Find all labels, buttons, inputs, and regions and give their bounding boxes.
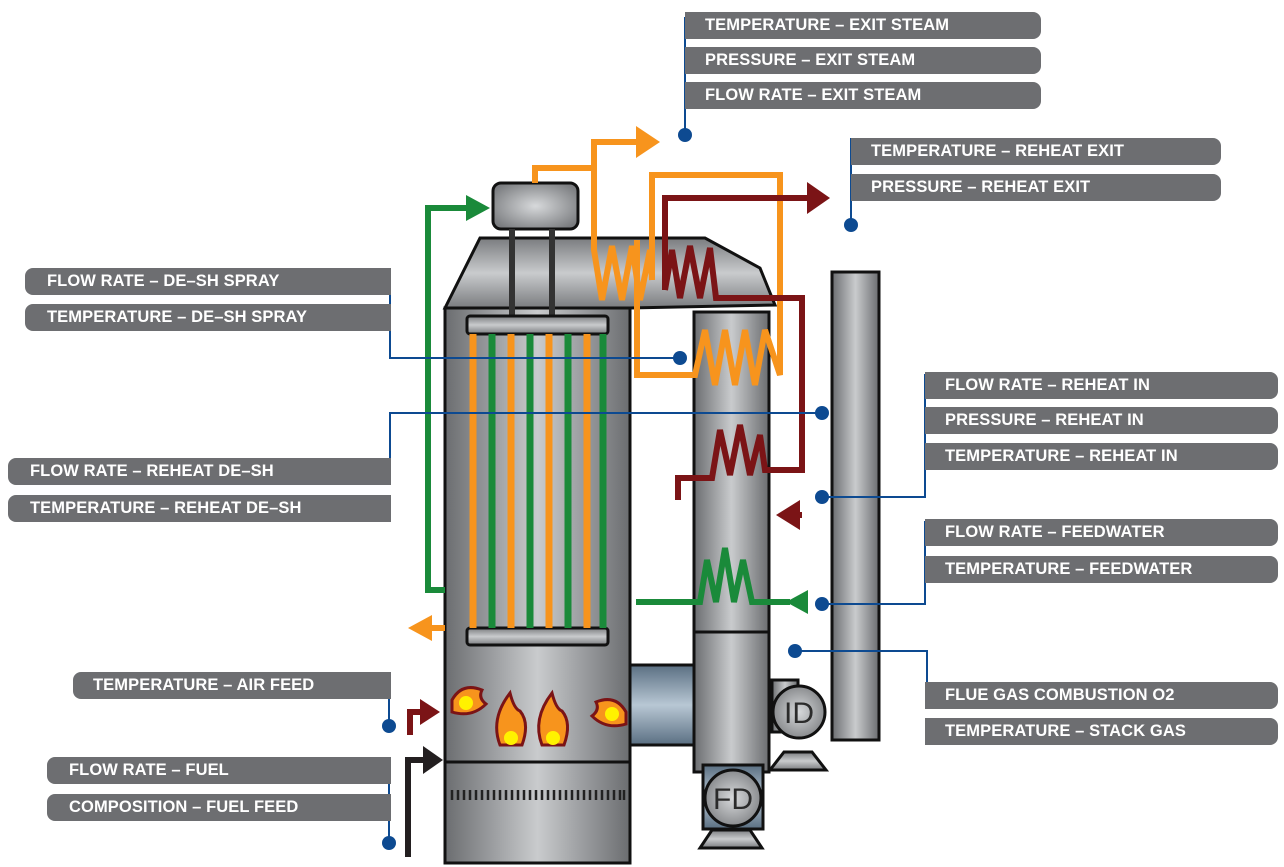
label-fuel-flow: FLOW RATE – FUEL [47, 757, 391, 784]
steam-drum [491, 181, 580, 231]
label-flue-gas-o2: FLUE GAS COMBUSTION O2 [925, 682, 1278, 709]
label-stack-gas-temperature: TEMPERATURE – STACK GAS [925, 718, 1278, 745]
label-exit-steam-temperature: TEMPERATURE – EXIT STEAM [685, 12, 1041, 39]
label-desh-spray-temperature: TEMPERATURE – DE–SH SPRAY [25, 304, 391, 331]
label-exit-steam-flow: FLOW RATE – EXIT STEAM [685, 82, 1041, 109]
label-reheat-desh-temperature: TEMPERATURE – REHEAT DE–SH [8, 495, 391, 522]
id-fan-label: ID [784, 697, 814, 730]
lower-header [465, 626, 610, 647]
feedwater-line [425, 195, 808, 614]
fd-fan [697, 763, 765, 850]
reheat-line [407, 182, 830, 735]
grate [450, 790, 626, 800]
fuel-line [405, 746, 443, 857]
water-wall-tubes [469, 334, 607, 628]
label-reheat-exit-pressure: PRESSURE – REHEAT EXIT [851, 174, 1221, 201]
burner-flames [450, 686, 628, 747]
label-reheat-exit-temperature: TEMPERATURE – REHEAT EXIT [851, 138, 1221, 165]
steam-line [408, 126, 783, 641]
upper-header [465, 314, 610, 336]
label-feedwater-flow: FLOW RATE – FEEDWATER [925, 519, 1278, 546]
label-desh-spray-flow: FLOW RATE – DE–SH SPRAY [25, 268, 391, 295]
stack [830, 270, 881, 742]
label-reheat-in-temperature: TEMPERATURE – REHEAT IN [925, 443, 1278, 470]
fd-fan-label: FD [713, 783, 753, 816]
id-fan [766, 678, 830, 772]
label-reheat-in-flow: FLOW RATE – REHEAT IN [925, 372, 1278, 399]
sensor-dots [382, 128, 858, 850]
breeching-duct [628, 663, 696, 747]
label-air-feed-temperature: TEMPERATURE – AIR FEED [73, 672, 391, 699]
label-exit-steam-pressure: PRESSURE – EXIT STEAM [685, 47, 1041, 74]
fan-duct [692, 630, 771, 774]
label-fuel-composition: COMPOSITION – FUEL FEED [47, 794, 391, 821]
label-reheat-desh-flow: FLOW RATE – REHEAT DE–SH [8, 458, 391, 485]
label-feedwater-temperature: TEMPERATURE – FEEDWATER [925, 556, 1278, 583]
label-reheat-in-pressure: PRESSURE – REHEAT IN [925, 407, 1278, 434]
